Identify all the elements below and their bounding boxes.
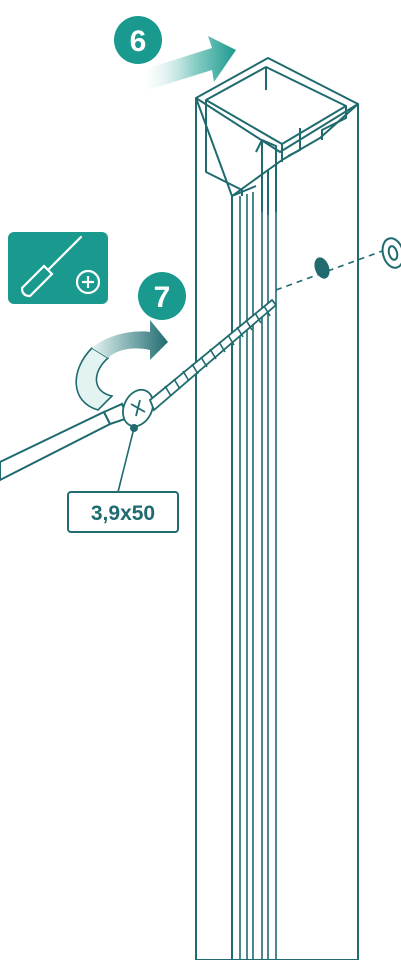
- size-leader: [118, 424, 138, 492]
- screw-size-text: 3,9x50: [91, 502, 155, 525]
- phillips-screwdriver-icon: [8, 232, 108, 304]
- washer-icon: [379, 236, 401, 270]
- step-7-number: 7: [154, 281, 171, 314]
- post-profile: [196, 58, 358, 960]
- step-6-number: 6: [130, 25, 147, 58]
- step-7-badge: 7: [138, 272, 186, 320]
- screwdriver: [0, 404, 128, 480]
- post-left-face: [196, 98, 232, 960]
- step-6-badge: 6: [114, 16, 162, 64]
- post-front-face: [232, 104, 358, 960]
- screw-size-label: 3,9x50: [68, 492, 178, 532]
